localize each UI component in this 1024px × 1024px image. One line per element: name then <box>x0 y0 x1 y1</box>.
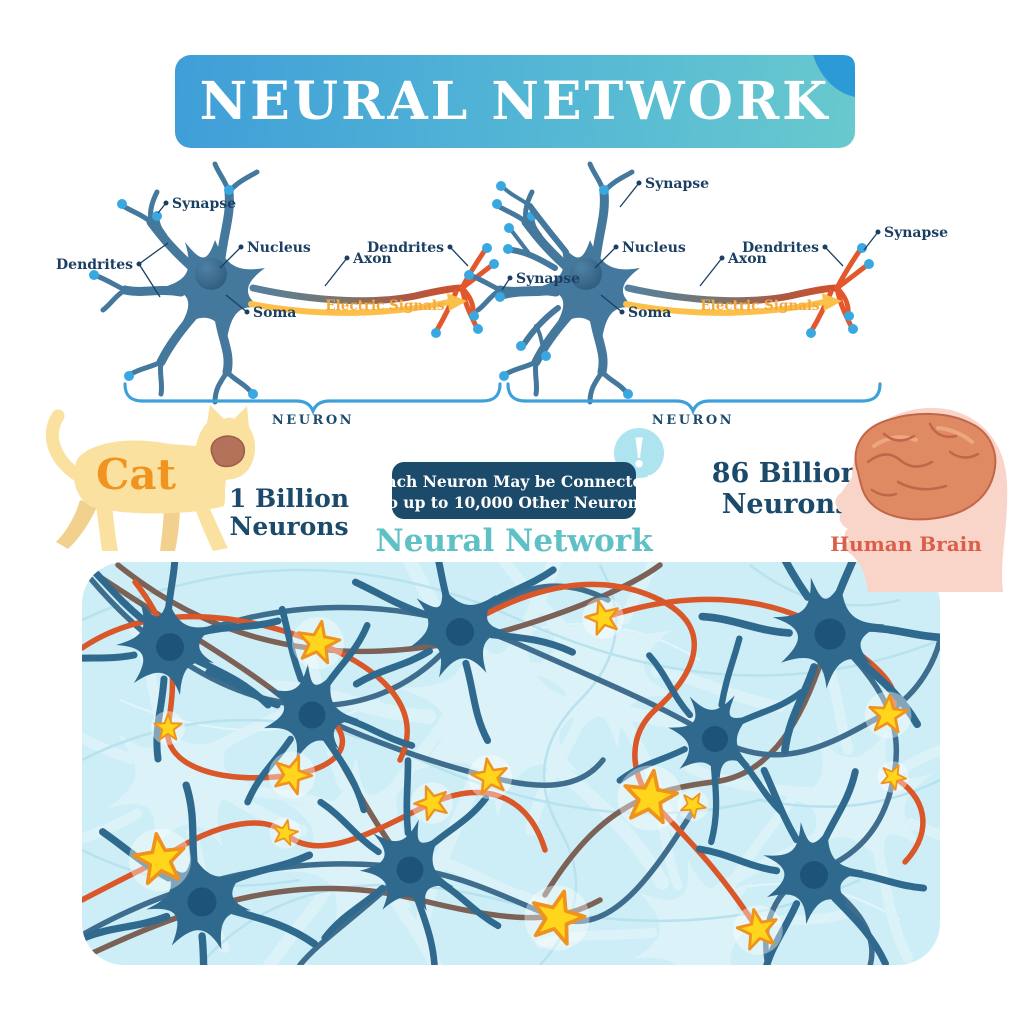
svg-text:Axon: Axon <box>352 251 392 267</box>
label-synapse-top-right: Synapse <box>619 176 709 208</box>
label-synapse-far-right: Synapse <box>863 225 948 251</box>
label-text: Synapse <box>172 196 236 212</box>
human-head-illustration: Human Brain <box>830 407 1008 592</box>
svg-text:Axon: Axon <box>727 251 767 267</box>
label-soma-left: Soma <box>225 294 296 321</box>
exclamation-mark: ! <box>630 430 648 477</box>
svg-text:Synapse: Synapse <box>884 225 948 241</box>
label-synapse-junction: Synapse <box>501 271 580 291</box>
network-caption: Neural Network <box>375 523 654 559</box>
human-brain <box>854 412 997 521</box>
cat-body <box>74 405 256 514</box>
svg-text:Nucleus: Nucleus <box>622 240 686 256</box>
svg-text:Soma: Soma <box>253 305 296 321</box>
neuron-braces <box>123 382 882 416</box>
cat-neuron-unit: Neurons <box>229 512 348 541</box>
label-electric-signals-right: Electric Signals <box>700 298 820 314</box>
svg-text:Synapse: Synapse <box>516 271 580 287</box>
cat-neuron-count: 1 Billion <box>229 484 349 513</box>
ribbon-fold-icon <box>813 55 855 97</box>
label-synapse-left: Synapse <box>157 196 236 214</box>
page-title: NEURAL NETWORK <box>199 71 831 132</box>
label-dendrites-right: Dendrites <box>742 240 844 267</box>
cat-illustration: Cat <box>45 405 256 551</box>
label-nucleus-left: Nucleus <box>219 240 311 269</box>
neuron-caption-right: NEURON <box>652 413 734 428</box>
fact-line1: Each Neuron May be Connected <box>375 472 654 491</box>
cat-brain <box>210 435 246 468</box>
neural-network-panel <box>82 562 940 965</box>
neuron-caption-left: NEURON <box>272 413 354 428</box>
synapse-dots <box>495 181 551 361</box>
fact-line2: to up to 10,000 Other Neurons <box>380 493 647 512</box>
svg-text:Synapse: Synapse <box>645 176 709 192</box>
svg-text:Dendrites: Dendrites <box>742 240 819 256</box>
neuron-diagram-right <box>464 164 874 402</box>
svg-text:Dendrites: Dendrites <box>56 257 133 273</box>
label-axon-right: Axon <box>699 251 767 287</box>
label-soma-right: Soma <box>600 294 671 321</box>
svg-text:Soma: Soma <box>628 305 671 321</box>
svg-text:Dendrites: Dendrites <box>367 240 444 256</box>
label-dendrites-mid: Dendrites <box>367 240 469 267</box>
svg-text:Nucleus: Nucleus <box>247 240 311 256</box>
human-neuron-unit: Neurons <box>722 489 851 520</box>
human-brain-label: Human Brain <box>830 532 982 556</box>
panel-nuclei <box>156 618 846 917</box>
label-dendrites-left: Dendrites <box>56 242 169 298</box>
human-neuron-count: 86 Billion <box>712 458 861 489</box>
title-banner: NEURAL NETWORK <box>175 55 855 148</box>
label-axon-left: Axon <box>324 251 392 287</box>
brain-folds <box>866 422 980 497</box>
cat-label: Cat <box>96 450 177 499</box>
label-nucleus-right: Nucleus <box>594 240 686 269</box>
label-electric-signals-left: Electric Signals <box>325 298 445 314</box>
cat-tail <box>45 409 83 481</box>
fact-box: ! Each Neuron May be Connected to up to … <box>375 428 664 519</box>
